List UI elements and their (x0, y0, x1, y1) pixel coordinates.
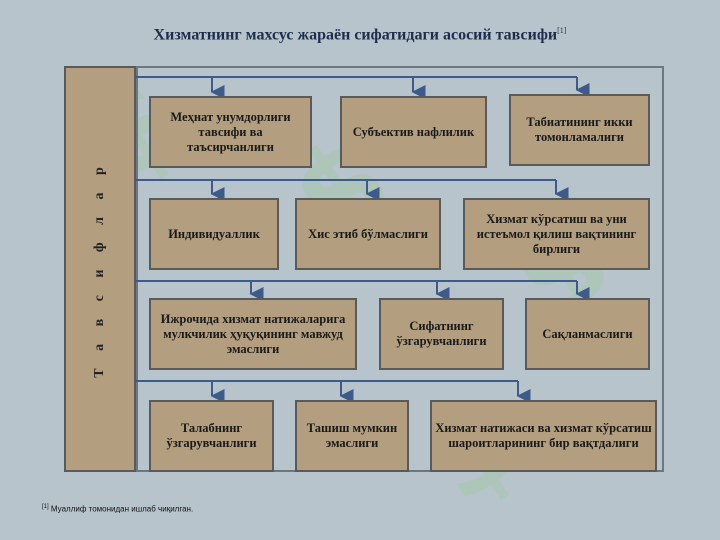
title-reference: [1] (557, 26, 567, 35)
box-individuality: Индивидуаллик (149, 198, 279, 270)
box-label: Ташиш мумкин эмаслиги (306, 421, 398, 450)
page-title: Хизматнинг махсус жараён сифатидаги асос… (0, 26, 720, 44)
page-title-text: Хизматнинг махсус жараён сифатидаги асос… (153, 26, 558, 44)
box-label: Субъектив нафлилик (352, 124, 475, 139)
box-label: Талабнинг ўзгарувчанлиги (166, 421, 257, 450)
footnote-text: Муаллиф томонидан ишлаб чиқилган. (50, 504, 194, 514)
box-label: Индивидуаллик (168, 226, 260, 241)
box-subjective-utility: Субъектив нафлилик (340, 96, 487, 168)
box-label: Сақланмаслиги (542, 326, 633, 341)
box-simultaneity: Хизмат натижаси ва хизмат кўрсатиш шарои… (430, 400, 657, 472)
box-label: Ижрочида хизмат натижаларига мулкчилик ҳ… (160, 311, 346, 356)
box-label: Хизмат кўрсатиш ва уни истеъмол қилиш ва… (476, 211, 637, 256)
box-labor-productivity: Меҳнат унумдорлиги тавсифи ва таъсирчанл… (149, 96, 312, 168)
box-dual-nature: Табиатининг икки томонламалиги (509, 94, 650, 166)
box-quality-variability: Сифатнинг ўзгарувчанлиги (379, 298, 504, 370)
box-label: Меҳнат унумдорлиги тавсифи ва таъсирчанл… (170, 109, 291, 154)
box-label: Табиатининг икки томонламалиги (526, 115, 633, 144)
box-label: Хизмат натижаси ва хизмат кўрсатиш шарои… (435, 421, 652, 450)
box-inseparability: Хизмат кўрсатиш ва уни истеъмол қилиш ва… (463, 198, 650, 270)
box-label: Хис этиб бўлмаслиги (308, 226, 428, 241)
box-non-transportability: Ташиш мумкин эмаслиги (295, 400, 409, 472)
side-label-box: Т а в с и ф л а р (64, 66, 136, 472)
box-no-ownership: Ижрочида хизмат натижаларига мулкчилик ҳ… (149, 298, 357, 370)
footnote-reference: [1] (42, 504, 49, 510)
box-intangibility: Хис этиб бўлмаслиги (295, 198, 441, 270)
box-demand-variability: Талабнинг ўзгарувчанлиги (149, 400, 274, 472)
footnote: [1] Муаллиф томонидан ишлаб чиқилган. (42, 504, 193, 514)
box-perishability: Сақланмаслиги (525, 298, 650, 370)
box-label: Сифатнинг ўзгарувчанлиги (396, 319, 487, 348)
